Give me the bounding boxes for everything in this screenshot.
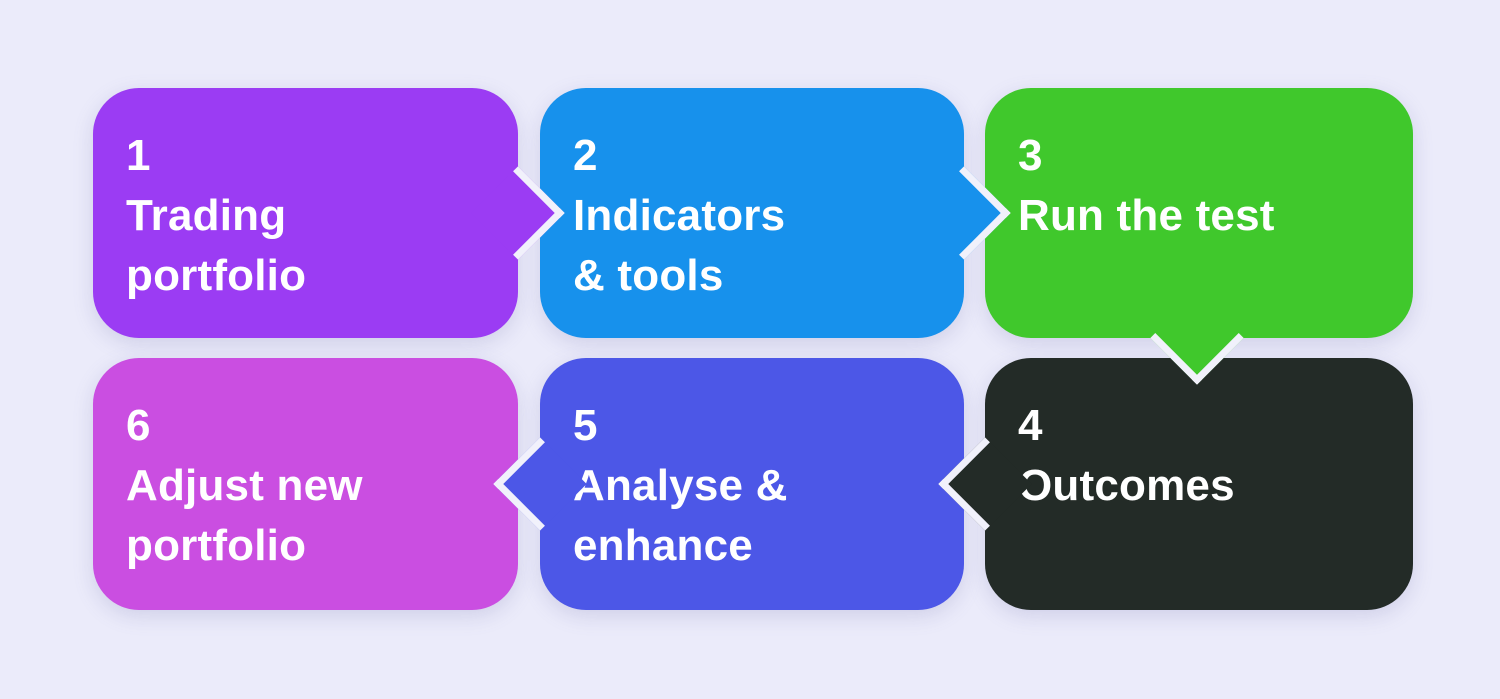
step-label-line: Adjust new xyxy=(126,461,363,510)
step-card-5: 5 Analyse & enhance xyxy=(540,358,964,610)
step-label-line: enhance xyxy=(573,521,753,570)
step-label-line: & tools xyxy=(573,251,724,300)
step-label-line: Analyse & xyxy=(573,461,788,510)
step-card-2: 2 Indicators & tools xyxy=(540,88,964,338)
step-number: 6 xyxy=(126,401,151,450)
step-number: 5 xyxy=(573,401,598,450)
step-number: 4 xyxy=(1018,401,1043,450)
step-card-6: 6 Adjust new portfolio xyxy=(93,358,518,610)
step-card-1: 1 Trading portfolio xyxy=(93,88,518,338)
step-label-line: Trading xyxy=(126,191,287,240)
step-number: 3 xyxy=(1018,131,1043,180)
step-card-4: 4 Outcomes xyxy=(985,358,1413,610)
step-label-line: Outcomes xyxy=(1018,461,1235,510)
step-label-line: portfolio xyxy=(126,251,307,300)
step-number: 1 xyxy=(126,131,151,180)
step-label-line: Run the test xyxy=(1018,191,1275,240)
step-label-line: Indicators xyxy=(573,191,786,240)
step-number: 2 xyxy=(573,131,598,180)
step-label-line: portfolio xyxy=(126,521,307,570)
